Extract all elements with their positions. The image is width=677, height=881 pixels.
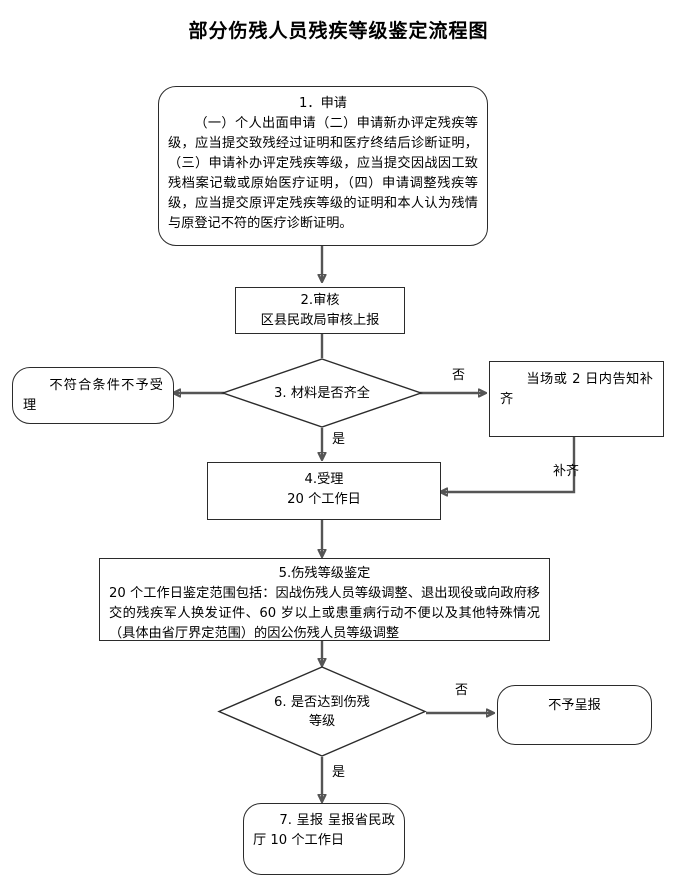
- node-notify-supplement[interactable]: 当场或 2 日内告知补齐: [489, 361, 664, 437]
- node-review-text: 2.审核 区县民政局审核上报: [260, 293, 380, 328]
- node-notify-supplement-text: 当场或 2 日内告知补齐: [500, 372, 653, 407]
- node-no-report[interactable]: 不予呈报: [497, 685, 652, 745]
- node-not-accepted[interactable]: 不符合条件不予受理: [12, 367, 174, 424]
- page-title: 部分伤残人员残疾等级鉴定流程图: [188, 20, 489, 42]
- edge-label-resubmit: 补齐: [553, 464, 580, 479]
- node-report[interactable]: 7. 呈报 呈报省民政厅 10 个工作日: [243, 803, 405, 875]
- node-decision-grade-label: 6. 是否达到伤残 等级: [274, 694, 370, 729]
- node-no-report-text: 不予呈报: [548, 698, 601, 713]
- node-grade-assessment[interactable]: 5.伤残等级鉴定 20 个工作日鉴定范围包括：因战伤残人员等级调整、退出现役或向…: [99, 558, 550, 641]
- node-application-heading: 1．申请: [299, 96, 347, 111]
- node-review[interactable]: 2.审核 区县民政局审核上报: [235, 287, 405, 334]
- node-application-text: （一）个人出面申请（二）申请新办评定残疾等级，应当提交致残经过证明和医疗终结后诊…: [168, 116, 478, 231]
- diamond-shape-materials: [220, 358, 424, 428]
- node-decision-materials-label: 3. 材料是否齐全: [274, 385, 370, 401]
- node-decision-materials[interactable]: 3. 材料是否齐全: [220, 358, 424, 428]
- diamond-shape-grade: [217, 666, 427, 757]
- node-grade-assessment-text: 20 个工作日鉴定范围包括：因战伤残人员等级调整、退出现役或向政府移交的残疾军人…: [109, 586, 540, 641]
- edge-label-yes-materials: 是: [332, 432, 346, 447]
- node-report-text: 7. 呈报 呈报省民政厅 10 个工作日: [253, 813, 395, 848]
- node-decision-grade[interactable]: 6. 是否达到伤残 等级: [217, 666, 427, 757]
- node-grade-assessment-heading: 5.伤残等级鉴定: [278, 566, 371, 581]
- edge-label-yes-grade: 是: [332, 765, 346, 780]
- node-application[interactable]: 1．申请 （一）个人出面申请（二）申请新办评定残疾等级，应当提交致残经过证明和医…: [158, 86, 488, 246]
- node-acceptance-text: 4.受理 20 个工作日: [287, 472, 361, 507]
- edge-label-no-grade: 否: [455, 683, 469, 698]
- edge-notify-n4: [441, 437, 576, 492]
- node-not-accepted-text: 不符合条件不予受理: [23, 378, 163, 413]
- node-acceptance[interactable]: 4.受理 20 个工作日: [207, 462, 441, 520]
- edge-label-no-materials: 否: [452, 368, 466, 383]
